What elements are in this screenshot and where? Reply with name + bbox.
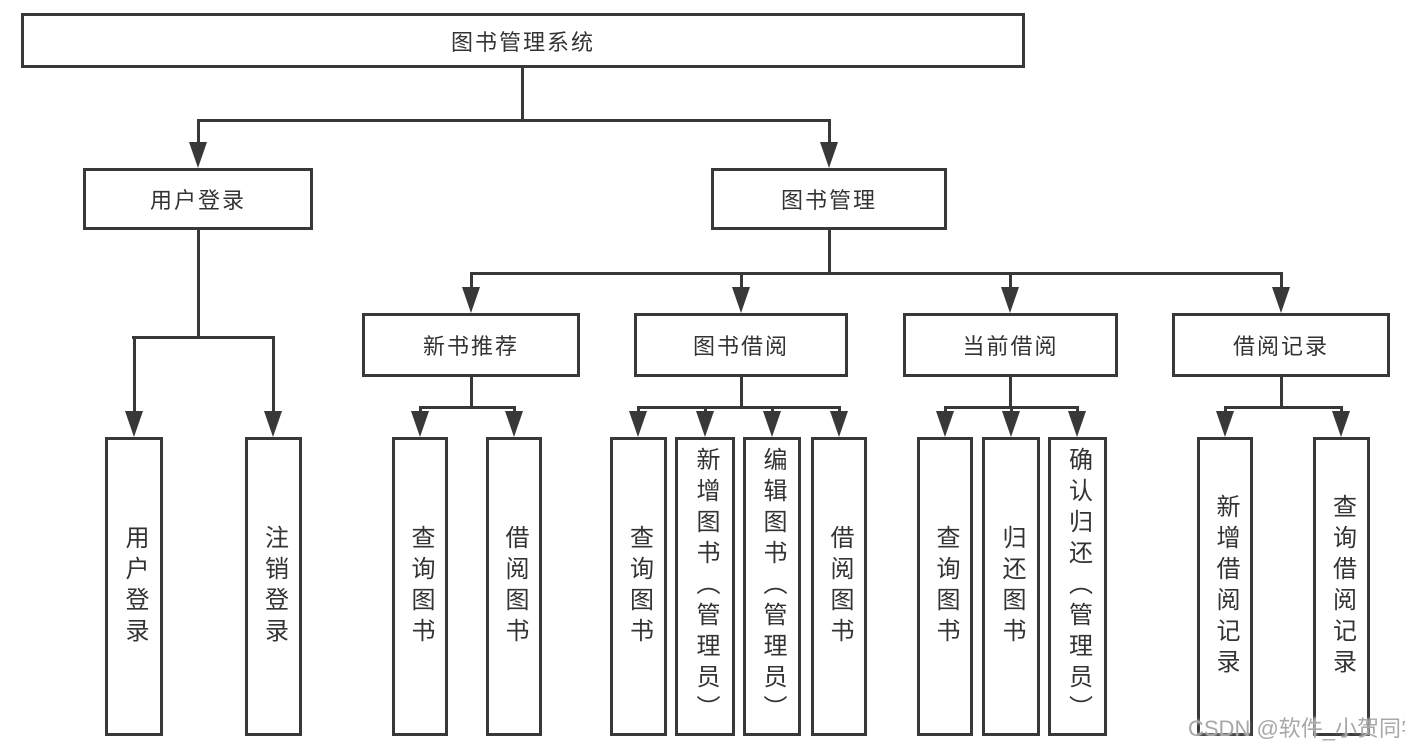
leaf-label: 查询图书 bbox=[932, 524, 959, 649]
leaf-add-books-admin: 新增图书（管理员） bbox=[675, 437, 735, 736]
connector-arrow-stem bbox=[513, 406, 516, 414]
leaf-user-login: 用户登录 bbox=[105, 437, 163, 736]
connector-root-stem bbox=[521, 68, 524, 119]
leaf-query-books-1: 查询图书 bbox=[392, 437, 448, 736]
leaf-logout: 注销登录 bbox=[245, 437, 302, 736]
arrowhead-down-icon bbox=[830, 411, 848, 437]
leaf-return-books: 归还图书 bbox=[982, 437, 1040, 736]
leaf-edit-books-admin: 编辑图书（管理员） bbox=[743, 437, 801, 736]
arrowhead-down-icon bbox=[462, 287, 480, 313]
arrowhead-down-icon bbox=[1068, 411, 1086, 437]
leaf-label: 用户登录 bbox=[121, 524, 148, 649]
node-book-management: 图书管理 bbox=[711, 168, 947, 230]
connector-arrow-stem bbox=[740, 272, 743, 290]
connector-arrow-stem bbox=[1076, 406, 1079, 414]
leaf-query-borrow-record: 查询借阅记录 bbox=[1313, 437, 1370, 736]
arrowhead-down-icon bbox=[1216, 411, 1234, 437]
connector-group-stem bbox=[470, 377, 473, 406]
arrowhead-down-icon bbox=[1332, 411, 1350, 437]
arrowhead-down-icon bbox=[820, 142, 838, 168]
connector-group-stem bbox=[1009, 377, 1012, 406]
leaf-label: 借阅图书 bbox=[501, 524, 528, 649]
leaf-label: 查询借阅记录 bbox=[1328, 493, 1356, 680]
connector-group-stem bbox=[740, 377, 743, 406]
connector-arrow-stem bbox=[771, 406, 774, 414]
connector-arrow-stem bbox=[1340, 406, 1343, 414]
connector-user-stem bbox=[197, 230, 200, 336]
connector-arrow-stem bbox=[1280, 272, 1283, 290]
connector-arrow-stem bbox=[944, 406, 947, 414]
leaf-borrow-books-1: 借阅图书 bbox=[486, 437, 542, 736]
connector-arrow-stem bbox=[197, 119, 200, 144]
leaf-label: 新增图书（管理员） bbox=[692, 447, 719, 726]
leaf-label: 注销登录 bbox=[260, 524, 288, 649]
arrowhead-down-icon bbox=[125, 411, 143, 437]
connector-level1-bar bbox=[197, 119, 830, 122]
arrowhead-down-icon bbox=[732, 287, 750, 313]
connector-arrow-stem bbox=[272, 336, 275, 414]
arrowhead-down-icon bbox=[505, 411, 523, 437]
arrowhead-down-icon bbox=[264, 411, 282, 437]
leaf-label: 查询图书 bbox=[407, 524, 434, 649]
arrowhead-down-icon bbox=[763, 411, 781, 437]
leaf-label: 归还图书 bbox=[998, 524, 1025, 649]
arrowhead-down-icon bbox=[629, 411, 647, 437]
connector-arrow-stem bbox=[470, 272, 473, 290]
connector-arrow-stem bbox=[838, 406, 841, 414]
node-new-book-recommend: 新书推荐 bbox=[362, 313, 580, 377]
leaf-confirm-return-admin: 确认归还（管理员） bbox=[1048, 437, 1107, 736]
connector-user-bar bbox=[132, 336, 275, 339]
arrowhead-down-icon bbox=[936, 411, 954, 437]
connector-arrow-stem bbox=[704, 406, 707, 414]
connector-arrow-stem bbox=[1009, 272, 1012, 290]
leaf-add-borrow-record: 新增借阅记录 bbox=[1197, 437, 1253, 736]
connector-arrow-stem bbox=[1010, 406, 1013, 414]
leaf-label: 新增借阅记录 bbox=[1212, 493, 1239, 680]
arrowhead-down-icon bbox=[1002, 411, 1020, 437]
connector-group-bar bbox=[637, 406, 840, 409]
leaf-label: 编辑图书（管理员） bbox=[759, 447, 786, 726]
connector-arrow-stem bbox=[637, 406, 640, 414]
node-current-borrow: 当前借阅 bbox=[903, 313, 1118, 377]
csdn-watermark: CSDN @软件_小贺同学 bbox=[1188, 716, 1405, 741]
connector-arrow-stem bbox=[828, 119, 831, 144]
arrowhead-down-icon bbox=[696, 411, 714, 437]
connector-arrow-stem bbox=[419, 406, 422, 414]
connector-group-bar bbox=[1224, 406, 1342, 409]
arrowhead-down-icon bbox=[1272, 287, 1290, 313]
leaf-label: 确认归还（管理员） bbox=[1064, 447, 1092, 726]
node-book-borrow: 图书借阅 bbox=[634, 313, 848, 377]
node-root: 图书管理系统 bbox=[21, 13, 1025, 68]
leaf-query-books-2: 查询图书 bbox=[610, 437, 667, 736]
connector-arrow-stem bbox=[1224, 406, 1227, 414]
connector-group-bar bbox=[419, 406, 516, 409]
leaf-label: 查询图书 bbox=[625, 524, 653, 649]
leaf-borrow-books-2: 借阅图书 bbox=[811, 437, 867, 736]
arrowhead-down-icon bbox=[189, 142, 207, 168]
connector-level2-bar bbox=[470, 272, 1282, 275]
arrowhead-down-icon bbox=[1001, 287, 1019, 313]
connector-book-stem bbox=[828, 230, 831, 272]
arrowhead-down-icon bbox=[411, 411, 429, 437]
connector-arrow-stem bbox=[133, 336, 136, 414]
node-user-login: 用户登录 bbox=[83, 168, 313, 230]
leaf-label: 借阅图书 bbox=[826, 524, 853, 649]
connector-group-stem bbox=[1280, 377, 1283, 406]
node-borrow-records: 借阅记录 bbox=[1172, 313, 1390, 377]
leaf-query-books-3: 查询图书 bbox=[917, 437, 973, 736]
